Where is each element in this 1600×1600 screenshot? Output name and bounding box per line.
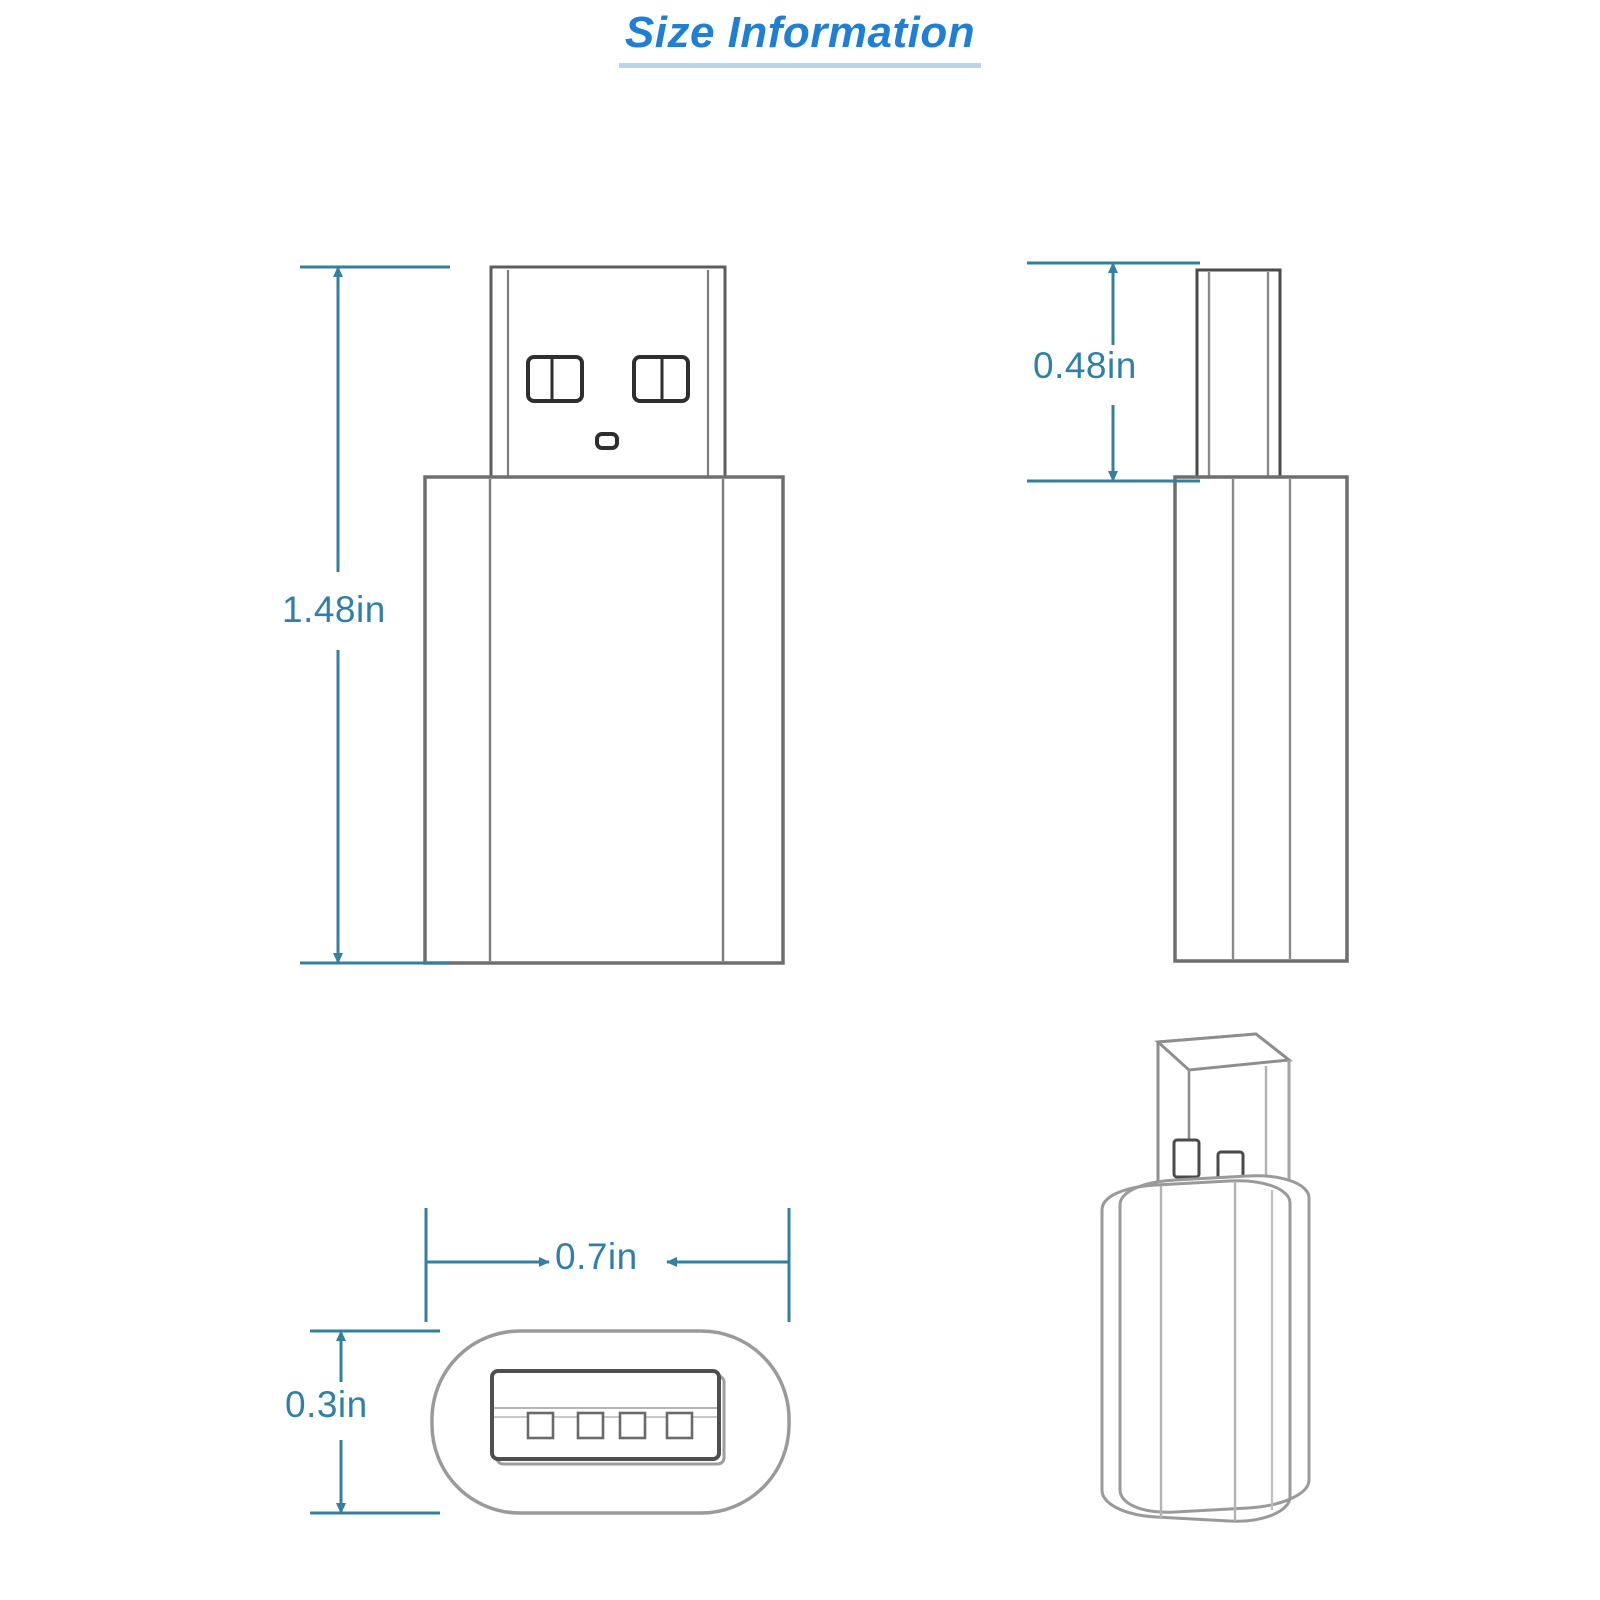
usb-a-plug-head-side [1195, 268, 1282, 479]
dimension-label-width: 0.7in [555, 1236, 638, 1277]
plug-contact-window-left [526, 355, 584, 403]
dimension-thickness-03in [310, 1329, 440, 1515]
isometric-view-drawing [1100, 1032, 1311, 1523]
plug-detent-hole [595, 432, 619, 450]
usb-c-contact-pads [526, 1411, 694, 1440]
dimension-label-thickness: 0.3in [285, 1384, 368, 1425]
dimension-label-height: 1.48in [282, 589, 386, 630]
adapter-body-isometric [1100, 1174, 1311, 1523]
plug-contact-window-right [632, 355, 690, 403]
end-view-drawing [430, 1329, 791, 1515]
adapter-body-front [423, 475, 785, 965]
usb-a-plug-head-front [489, 265, 727, 481]
side-view-drawing [1173, 268, 1349, 963]
dimension-width-07in [424, 1208, 791, 1322]
front-view-drawing [423, 265, 785, 965]
adapter-body-side [1173, 475, 1349, 963]
dimension-label-depth: 0.48in [1033, 345, 1137, 386]
dimension-depth-048in [1027, 261, 1200, 483]
dimension-height-148in [300, 265, 450, 965]
